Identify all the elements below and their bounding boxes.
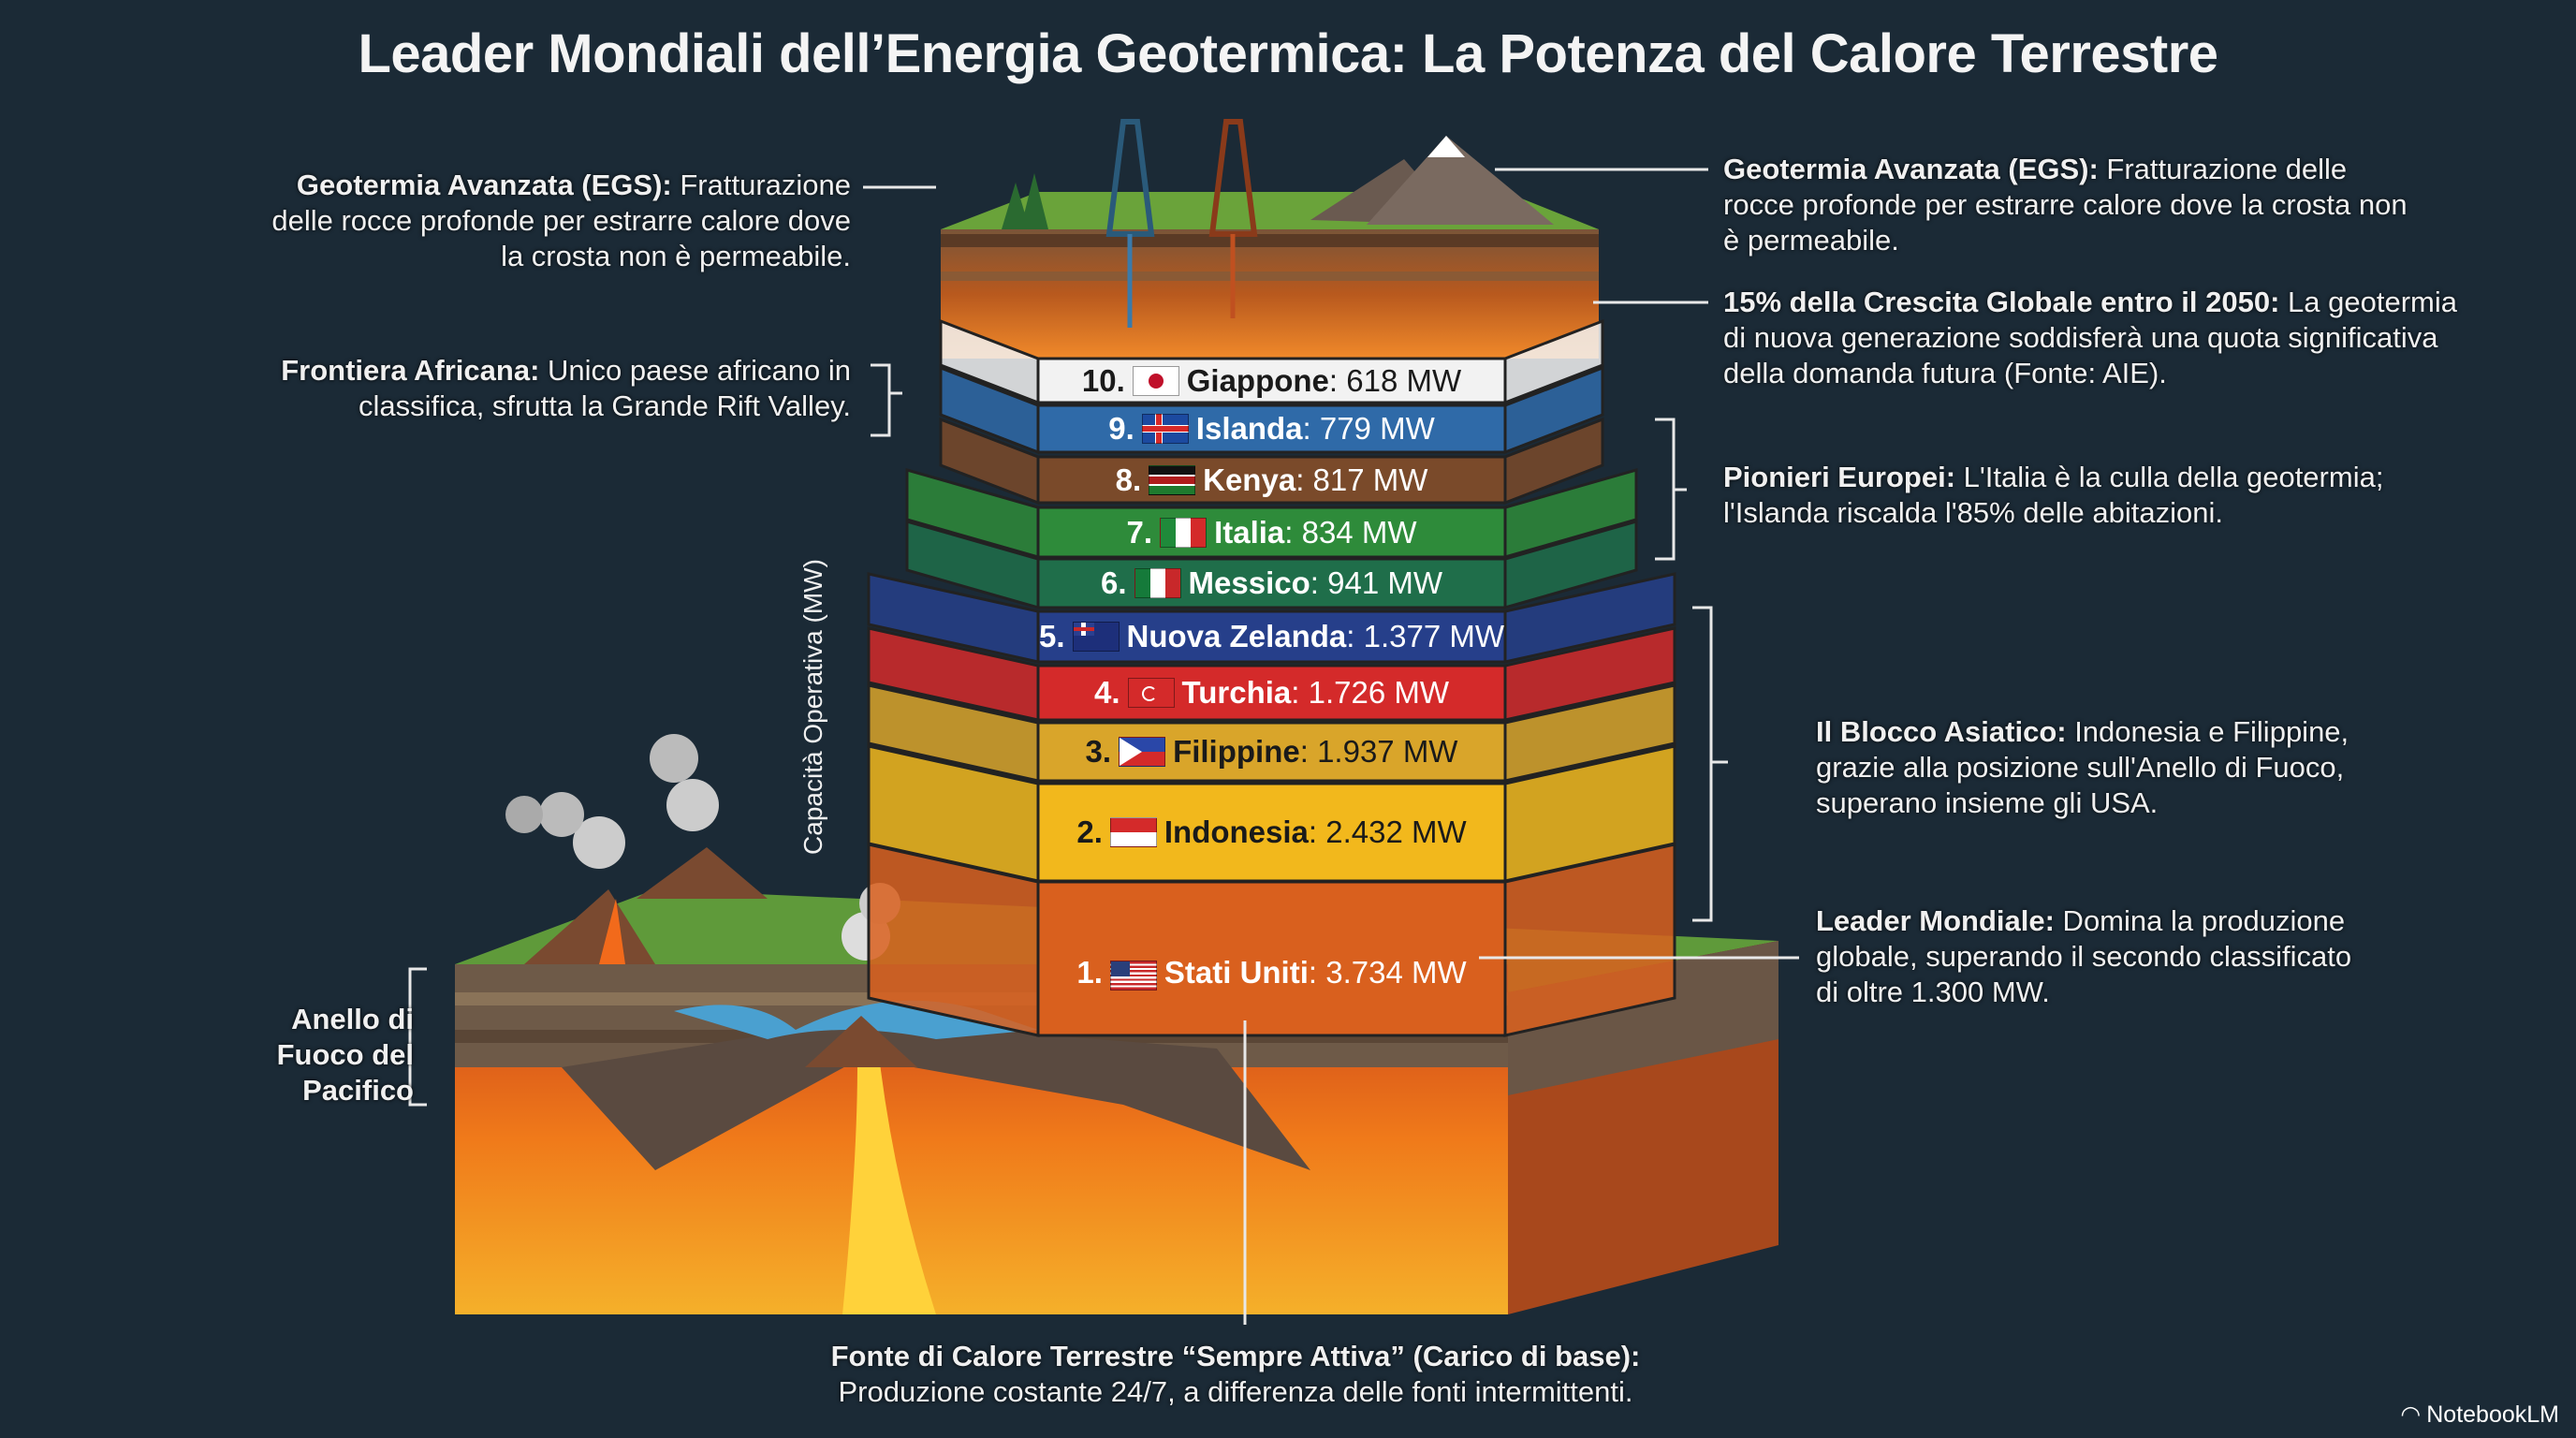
volcano-icon	[505, 734, 917, 1067]
mountain-icon	[1310, 136, 1554, 225]
philippines-flag-icon	[1119, 737, 1166, 767]
note-world-leader: Leader Mondiale: Domina la produzione gl…	[1816, 904, 2352, 1008]
ranking-band-nuova-zelanda: 5. Nuova Zelanda: 1.377 MW	[1038, 611, 1505, 662]
axis-label: Capacità Operativa (MW)	[798, 559, 827, 855]
country-name: Messico	[1188, 565, 1310, 600]
turkey-flag-icon	[1127, 678, 1175, 708]
band-front-face	[1036, 609, 1507, 664]
capacity-value: : 2.432 MW	[1308, 814, 1467, 849]
country-name: Stati Uniti	[1164, 955, 1309, 990]
new-zealand-flag-icon	[1072, 622, 1120, 652]
rank-number: 9.	[1108, 411, 1134, 446]
ranking-band-indonesia: 2. Indonesia: 2.432 MW	[1038, 784, 1505, 881]
rank-number: 2.	[1076, 814, 1103, 849]
ranking-band-islanda: 9. Islanda: 779 MW	[1038, 405, 1505, 452]
capacity-value: : 1.377 MW	[1346, 619, 1504, 653]
rank-number: 8.	[1115, 462, 1142, 497]
capacity-value: : 817 MW	[1295, 462, 1428, 497]
oil-rig-icon	[1105, 119, 1258, 328]
note-ring-of-fire: Anello di Fuoco del Pacifico	[276, 1003, 414, 1107]
ranking-band-messico: 6. Messico: 941 MW	[1038, 559, 1505, 608]
rank-number: 4.	[1093, 675, 1120, 710]
capacity-value: : 779 MW	[1302, 411, 1435, 446]
ranking-band-kenya: 8. Kenya: 817 MW	[1038, 457, 1505, 503]
ranking-band-filippine: 3. Filippine: 1.937 MW	[1038, 723, 1505, 781]
rank-number: 10.	[1081, 362, 1125, 398]
rank-number: 5.	[1039, 619, 1065, 653]
connector-lines	[408, 168, 1799, 1325]
ranking-band-stati-uniti: 1. Stati Uniti: 3.734 MW	[1038, 844, 1505, 990]
band-front-face	[1036, 506, 1507, 559]
country-name: Kenya	[1203, 462, 1296, 497]
capacity-value: : 1.937 MW	[1299, 734, 1458, 769]
rank-number: 7.	[1126, 514, 1153, 550]
country-name: Indonesia	[1164, 814, 1309, 849]
indonesia-flag-icon	[1109, 817, 1157, 847]
note-asian-block: Il Blocco Asiatico: Indonesia e Filippin…	[1816, 715, 2349, 819]
iceland-flag-icon	[1141, 414, 1189, 444]
capacity-value: : 834 MW	[1284, 514, 1417, 550]
ranking-band-turchia: 4. Turchia: 1.726 MW	[1038, 666, 1505, 720]
country-name: Giappone	[1186, 362, 1329, 398]
japan-flag-icon	[1132, 365, 1179, 396]
note-african-frontier: Frontiera Africana: Unico paese africano…	[281, 354, 851, 422]
mexico-flag-icon	[1134, 568, 1181, 598]
rank-number: 3.	[1085, 734, 1112, 769]
note-baseload: Fonte di Calore Terrestre “Sempre Attiva…	[830, 1340, 1641, 1408]
page-title: Leader Mondiali dell’Energia Geotermica:…	[358, 23, 2218, 84]
band-front-face	[1036, 880, 1507, 1037]
notebooklm-icon: ◠	[2400, 1401, 2422, 1428]
country-name: Turchia	[1181, 675, 1292, 710]
rank-number: 6.	[1101, 565, 1127, 600]
note-egs-right: Geotermia Avanzata (EGS): Fratturazione …	[1723, 153, 2408, 257]
country-name: Italia	[1214, 514, 1285, 550]
capacity-value: : 618 MW	[1328, 362, 1462, 398]
tree-icon	[1002, 173, 1048, 229]
italy-flag-icon	[1160, 517, 1208, 548]
brand-logo: ◠NotebookLM	[2400, 1401, 2559, 1429]
country-name: Islanda	[1195, 411, 1303, 446]
usa-flag-icon	[1109, 961, 1157, 990]
note-egs-left: Geotermia Avanzata (EGS): Fratturazione …	[271, 169, 851, 272]
country-name: Filippine	[1173, 734, 1300, 769]
note-european-pioneers: Pionieri Europei: L'Italia è la culla de…	[1723, 461, 2384, 529]
note-growth-2050: 15% della Crescita Globale entro il 2050…	[1723, 286, 2457, 389]
country-name: Nuova Zelanda	[1126, 619, 1347, 653]
ranking-band-giappone: 10. Giappone: 618 MW	[1038, 359, 1505, 403]
ranking-band-italia: 7. Italia: 834 MW	[1038, 507, 1505, 557]
capacity-value: : 1.726 MW	[1291, 675, 1449, 710]
capacity-value: : 3.734 MW	[1308, 955, 1467, 990]
capacity-value: : 941 MW	[1310, 565, 1442, 600]
kenya-flag-icon	[1149, 464, 1196, 495]
rank-number: 1.	[1076, 955, 1103, 990]
